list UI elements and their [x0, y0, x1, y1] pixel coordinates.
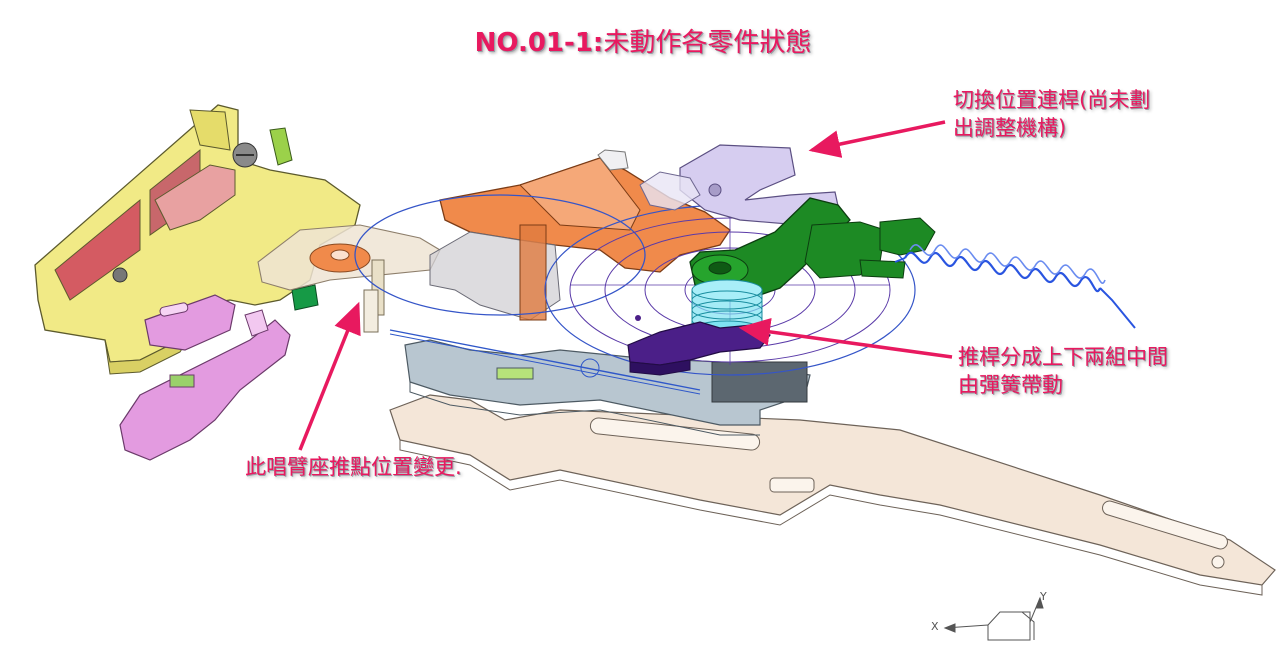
lavender-switch-link [639, 144, 841, 226]
axis-triad [943, 596, 1044, 641]
annotation-push-rod: 推桿分成上下兩組中間 由彈簧帶動 [958, 343, 1168, 399]
annotation-line: 切換位置連桿(尚未劃 [953, 88, 1151, 112]
axis-x-label: X [931, 620, 939, 633]
annotation-switch-link: 切換位置連桿(尚未劃 出調整機構) [953, 86, 1150, 142]
annotation-line: 此唱臂座推點位置變更. [245, 455, 462, 479]
axis-y-label: Y [1040, 590, 1047, 603]
yellow-housing [34, 104, 361, 375]
tonearm-seat [257, 224, 441, 333]
page-title: NO.01-1:未動作各零件狀態 [0, 22, 1286, 59]
orange-cam-plate [429, 149, 731, 321]
base-plate [389, 394, 1276, 596]
title-text: 未動作各零件狀態 [603, 28, 812, 58]
pink-lever [119, 294, 291, 461]
green-arm [689, 197, 936, 296]
gray-slider-plate [389, 329, 811, 436]
annotation-line: 推桿分成上下兩組中間 [958, 345, 1168, 369]
annotation-line: 出調整機構) [953, 116, 1067, 140]
purple-push-rod [627, 315, 771, 376]
annotation-arrows [298, 120, 953, 451]
tension-spring [894, 244, 1136, 329]
title-number: NO.01-1: [474, 28, 604, 58]
annotation-line: 由彈簧帶動 [958, 373, 1063, 397]
annotation-arm-seat: 此唱臂座推點位置變更. [245, 453, 462, 481]
